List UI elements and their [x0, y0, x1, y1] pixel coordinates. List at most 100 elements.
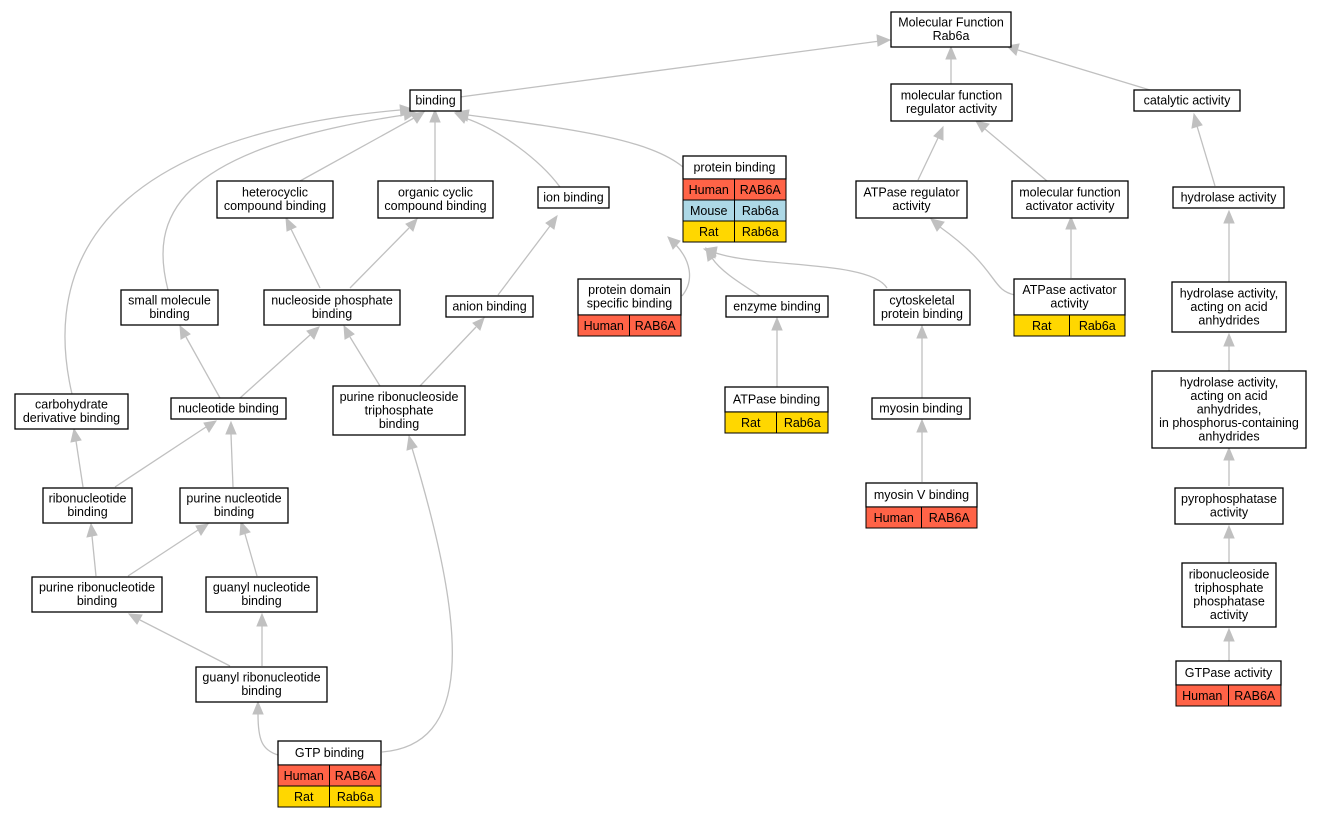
node-hydphos: hydrolase activity,acting on acidanhydri…: [1151, 370, 1307, 449]
node-label-line: binding: [149, 307, 189, 321]
node-label-line: purine nucleotide: [186, 492, 281, 506]
edge-gtp-guanylribo: [257, 713, 279, 756]
edge-arrow: [545, 214, 558, 230]
node-label-line: regulator activity: [906, 102, 998, 116]
node-box: [332, 385, 466, 436]
node-label-line: anhydrides,: [1197, 402, 1262, 416]
node-label-line: protein binding: [693, 160, 775, 174]
node-label-line: acting on acid: [1190, 389, 1267, 403]
node-label-line: triphosphate: [365, 403, 434, 417]
annotation-cell: Rab6a: [734, 220, 787, 243]
node-box: [205, 576, 318, 613]
annotation-cell: RAB6A: [921, 506, 978, 529]
annotation-cell: Rat: [724, 411, 777, 434]
species-label: Rat: [741, 416, 761, 430]
node-label-line: protein domain: [588, 283, 671, 297]
node-box: [195, 666, 328, 703]
node-box: [1174, 487, 1284, 525]
node-label-line: derivative binding: [23, 411, 120, 425]
edge-guanyl-purnuc: [244, 533, 258, 577]
edge-arrow: [1223, 524, 1235, 539]
gene-label: Rab6a: [337, 790, 374, 804]
species-label: Rat: [699, 225, 719, 239]
node-label-line: guanyl ribonucleotide: [202, 671, 320, 685]
node-label-line: ATPase regulator: [863, 186, 959, 200]
node-label-line: ribonucleotide: [49, 492, 127, 506]
node-box: [890, 11, 1012, 48]
node-box: [14, 393, 129, 430]
edge-ribonuc-nucleotide: [114, 426, 207, 488]
node-catalytic: catalytic activity: [1133, 89, 1241, 112]
edge-gtp-purribotri: [381, 447, 453, 753]
node-box: [31, 576, 163, 613]
node-box: [871, 397, 971, 420]
node-box: [537, 186, 610, 209]
gene-label: RAB6A: [929, 511, 971, 525]
gene-label: Rab6a: [742, 225, 779, 239]
gene-label: RAB6A: [740, 183, 782, 197]
edge-purribo-ribonuc: [91, 535, 97, 577]
annotation-cell: Rab6a: [734, 199, 787, 222]
node-box: [1181, 562, 1277, 628]
node-label-line: activity: [1050, 297, 1089, 311]
edge-arrow: [702, 246, 718, 259]
edge-arrow: [933, 125, 944, 141]
node-label-line: binding: [241, 594, 281, 608]
edge-arrow: [239, 520, 251, 536]
edge-ribonuc-carbo: [75, 440, 84, 488]
node-label-line: binding: [312, 307, 352, 321]
annotation-cell: Rab6a: [776, 411, 829, 434]
edge-purribo-purnuc: [127, 529, 199, 577]
node-label-line: compound binding: [384, 199, 486, 213]
edge-arrow: [70, 427, 82, 443]
edge-purribotri-nucphos: [349, 336, 381, 387]
edge-arrow: [667, 236, 681, 250]
edge-arrow: [1223, 209, 1235, 224]
node-label-line: protein binding: [881, 307, 963, 321]
species-label: Human: [689, 183, 729, 197]
node-label-line: Rab6a: [933, 29, 970, 43]
annotation-cell: RAB6A: [329, 764, 382, 787]
node-label-line: binding: [67, 505, 107, 519]
edge-arrow: [472, 317, 485, 331]
node-box: [170, 397, 287, 420]
node-box: [263, 289, 401, 326]
node-binding: binding: [409, 89, 462, 112]
node-box: [216, 180, 334, 219]
annotation-cell: Mouse: [682, 199, 735, 222]
edge-arrow: [975, 120, 990, 133]
edge-arrow: [203, 420, 218, 433]
node-label-line: hydrolase activity,: [1180, 375, 1278, 389]
edge-arrow: [876, 34, 892, 47]
node-box: [120, 289, 219, 326]
edge-arrow: [405, 218, 418, 232]
node-label-line: phosphatase: [1193, 595, 1265, 609]
edge-catalytic-mf: [1017, 49, 1151, 91]
annotation-cell: Rat: [277, 785, 330, 808]
edge-arrow: [1223, 627, 1235, 642]
node-enzyme: enzyme binding: [725, 295, 829, 318]
node-label-line: GTP binding: [295, 746, 364, 760]
node-label-line: compound binding: [224, 199, 326, 213]
node-label-line: molecular function: [1019, 186, 1120, 200]
node-label-line: GTPase activity: [1185, 666, 1273, 680]
edge-arrow: [179, 324, 191, 340]
edge-arrow: [930, 218, 945, 232]
node-label-line: nucleoside phosphate: [271, 294, 393, 308]
edge-arrow: [429, 108, 441, 123]
node-label-line: specific binding: [587, 297, 673, 311]
annotation-cell: Human: [682, 178, 735, 201]
